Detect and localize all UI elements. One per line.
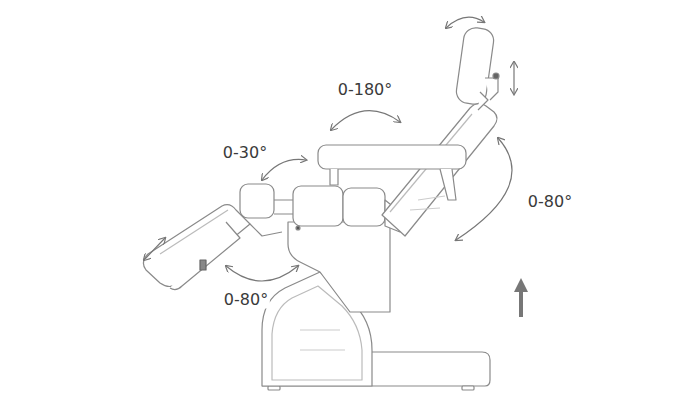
angle-label: 0-80° <box>526 192 574 211</box>
chair <box>143 26 499 390</box>
up-arrow <box>514 278 528 317</box>
angle-label: 0-180° <box>336 80 395 99</box>
angle-label: 0-30° <box>221 143 269 162</box>
motion-arrows <box>144 17 514 281</box>
angle-label: 0-80° <box>222 290 270 309</box>
